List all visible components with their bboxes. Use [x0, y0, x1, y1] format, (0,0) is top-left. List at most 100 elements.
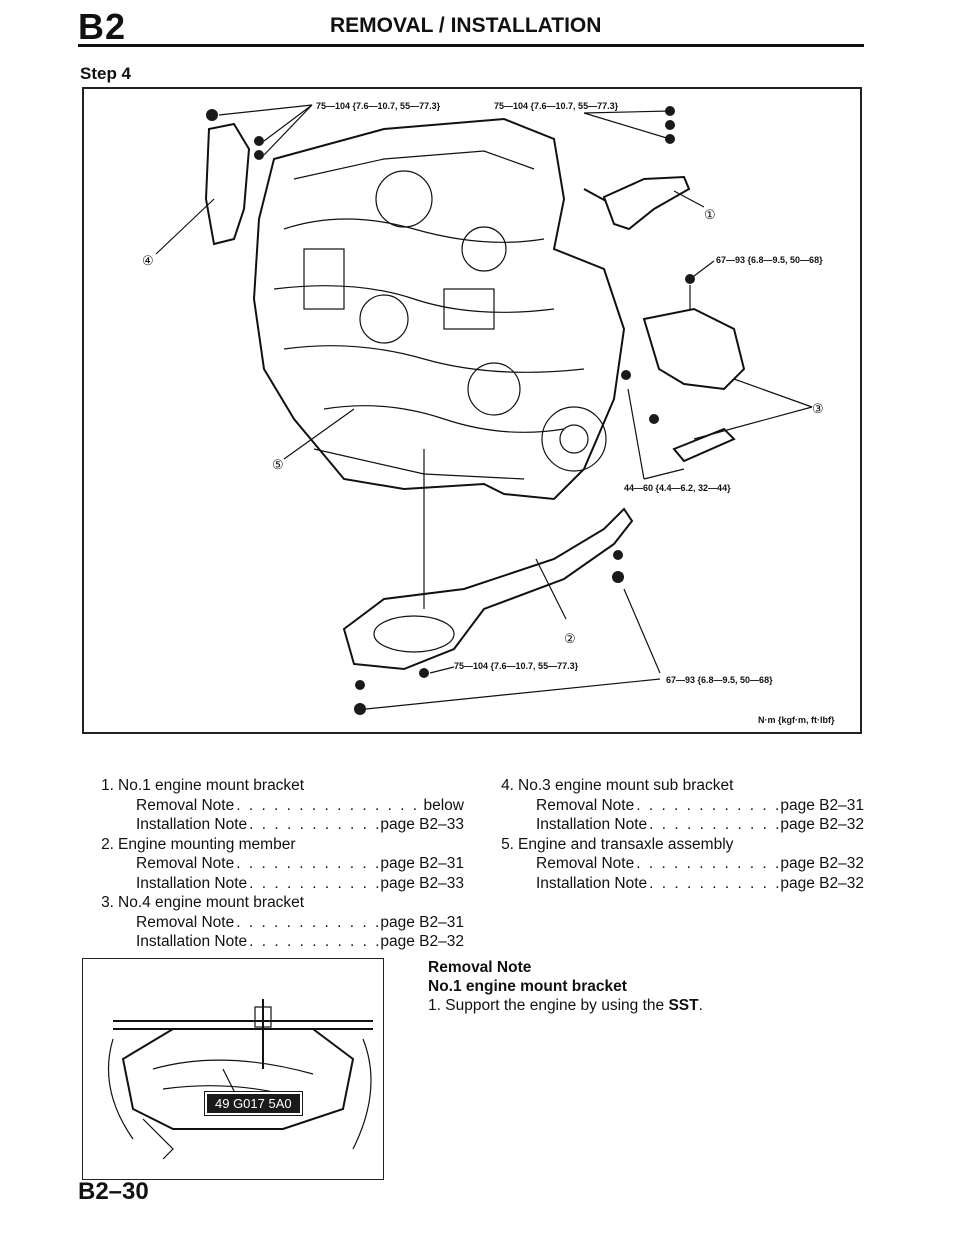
- note-subheading: No.1 engine mount bracket: [428, 978, 627, 995]
- part-note-label: Installation Note: [536, 874, 648, 892]
- leader-line: [693, 406, 813, 440]
- torque-spec-5: 75—104 {7.6—10.7, 55—77.3}: [454, 661, 579, 671]
- page-reference: page B2–33: [380, 816, 464, 833]
- engine-mount-diagram: 75—104 {7.6—10.7, 55—77.3} 75—104 {7.6—1…: [142, 101, 835, 725]
- washer-icon: [613, 550, 623, 560]
- note-step-end: .: [698, 997, 703, 1014]
- callout-3: ③: [812, 401, 824, 416]
- part-item: 5.Engine and transaxle assembly: [492, 835, 864, 855]
- dot-leader: . . . . . . . . . . . . . . . . . . . . …: [636, 855, 780, 872]
- part-note: Installation Note. . . . . . . . . . . .…: [92, 932, 464, 952]
- engine-component: [467, 362, 521, 416]
- dot-leader: . . . . . . . . . . . . . . . . . . . . …: [236, 913, 380, 931]
- part-note-label: Installation Note: [136, 933, 248, 950]
- bolt-icon: [254, 136, 264, 146]
- page-title: REMOVAL / INSTALLATION: [330, 14, 602, 37]
- part-note: Removal Note. . . . . . . . . . . . . . …: [492, 854, 864, 874]
- leader-line: [673, 190, 705, 208]
- part-note: Installation Note. . . . . . . . . . . .…: [492, 874, 864, 894]
- exploded-view-figure: 75—104 {7.6—10.7, 55—77.3} 75—104 {7.6—1…: [82, 87, 862, 734]
- part-note: Installation Note. . . . . . . . . . . .…: [92, 874, 464, 894]
- part-item: 1.No.1 engine mount bracket: [92, 776, 464, 796]
- page-reference: page B2–32: [780, 855, 864, 872]
- oil-pan-line: [313, 448, 525, 480]
- part-note: Removal Note. . . . . . . . . . . . . . …: [92, 796, 464, 816]
- callout-1: ①: [704, 207, 716, 222]
- dot-leader: . . . . . . . . . . . . . . . . . . . . …: [236, 855, 380, 872]
- sst-part-number-label: 49 G017 5A0: [204, 1091, 303, 1116]
- page-reference: page B2–33: [380, 874, 464, 892]
- header-divider: [78, 44, 864, 47]
- part-name: No.4 engine mount bracket: [118, 894, 305, 911]
- part-note: Installation Note. . . . . . . . . . . .…: [492, 815, 864, 835]
- part-number: 2.: [101, 835, 114, 853]
- part-item: 4.No.3 engine mount sub bracket: [492, 776, 864, 796]
- engine-detail-line: [283, 345, 585, 373]
- engine-detail-line: [323, 405, 565, 433]
- leader-line: [733, 378, 813, 408]
- bolt-shaft: [583, 188, 607, 202]
- part-name: Engine mounting member: [118, 835, 296, 853]
- leader-line: [623, 588, 661, 674]
- leader-line: [583, 110, 671, 114]
- bracket-1: [602, 175, 691, 231]
- transaxle-housing: [541, 406, 607, 472]
- part-number: 4.: [501, 777, 514, 794]
- part-note-label: Removal Note: [536, 796, 635, 814]
- engine-mount-3: [642, 307, 746, 391]
- bolt-icon: [354, 703, 366, 715]
- part-note-label: Installation Note: [136, 816, 248, 833]
- page-reference: page B2–31: [380, 855, 464, 872]
- leader-line: [535, 558, 567, 620]
- sst-engine-support-drawing: [107, 999, 373, 1160]
- washer-icon: [665, 120, 675, 130]
- page-reference: page B2–31: [380, 913, 464, 931]
- note-step-text: Support the engine by using the: [445, 997, 669, 1014]
- torque-spec-3: 67—93 {6.8—9.5, 50—68}: [716, 255, 823, 265]
- callout-4: ④: [142, 253, 154, 268]
- bracket-4: [204, 122, 251, 246]
- part-note-label: Removal Note: [136, 855, 235, 872]
- engine-detail-line: [273, 285, 555, 313]
- sst-figure: 49 G017 5A0: [82, 958, 384, 1180]
- leader-line: [689, 260, 715, 280]
- page-reference: page B2–32: [380, 933, 464, 950]
- torque-spec-4: 44—60 {4.4—6.2, 32—44}: [624, 483, 731, 493]
- leader-line: [263, 104, 313, 156]
- fender-line: [352, 1038, 372, 1150]
- note-step-bold: SST: [668, 997, 699, 1014]
- nut-icon: [254, 150, 264, 160]
- part-note-label: Removal Note: [136, 913, 235, 931]
- dot-leader: . . . . . . . . . . . . . . . . . . . . …: [236, 796, 423, 814]
- leader-line: [627, 388, 645, 480]
- torque-spec-1: 75—104 {7.6—10.7, 55—77.3}: [316, 101, 441, 111]
- dot-leader: . . . . . . . . . . . . . . . . . . . . …: [649, 874, 780, 892]
- member-cutout: [373, 615, 455, 653]
- page-reference: page B2–31: [780, 796, 864, 814]
- page-reference: page B2–32: [780, 874, 864, 892]
- page-reference: page B2–32: [780, 816, 864, 833]
- nut-icon: [419, 668, 429, 678]
- part-number: 1.: [101, 777, 114, 794]
- note-heading: Removal Note: [428, 959, 532, 976]
- part-number: 5.: [501, 835, 514, 853]
- part-note-label: Installation Note: [536, 816, 648, 833]
- leader-line: [365, 678, 661, 710]
- engine-component: [461, 226, 507, 272]
- fender-line: [107, 1038, 134, 1140]
- part-item: 3.No.4 engine mount bracket: [92, 893, 464, 913]
- leader-line: [283, 408, 355, 460]
- leader-line: [155, 198, 215, 255]
- dot-leader: . . . . . . . . . . . . . . . . . . . . …: [636, 796, 780, 814]
- part-note-label: Installation Note: [136, 874, 248, 892]
- leader-line: [263, 104, 313, 142]
- part-note: Removal Note. . . . . . . . . . . . . . …: [492, 796, 864, 816]
- page-reference: below: [423, 796, 465, 814]
- callout-2: ②: [564, 631, 576, 646]
- part-note: Removal Note. . . . . . . . . . . . . . …: [92, 854, 464, 874]
- removal-note: Removal Note No.1 engine mount bracket 1…: [428, 958, 858, 1015]
- bolt-icon: [206, 109, 218, 121]
- part-name: No.1 engine mount bracket: [118, 777, 305, 794]
